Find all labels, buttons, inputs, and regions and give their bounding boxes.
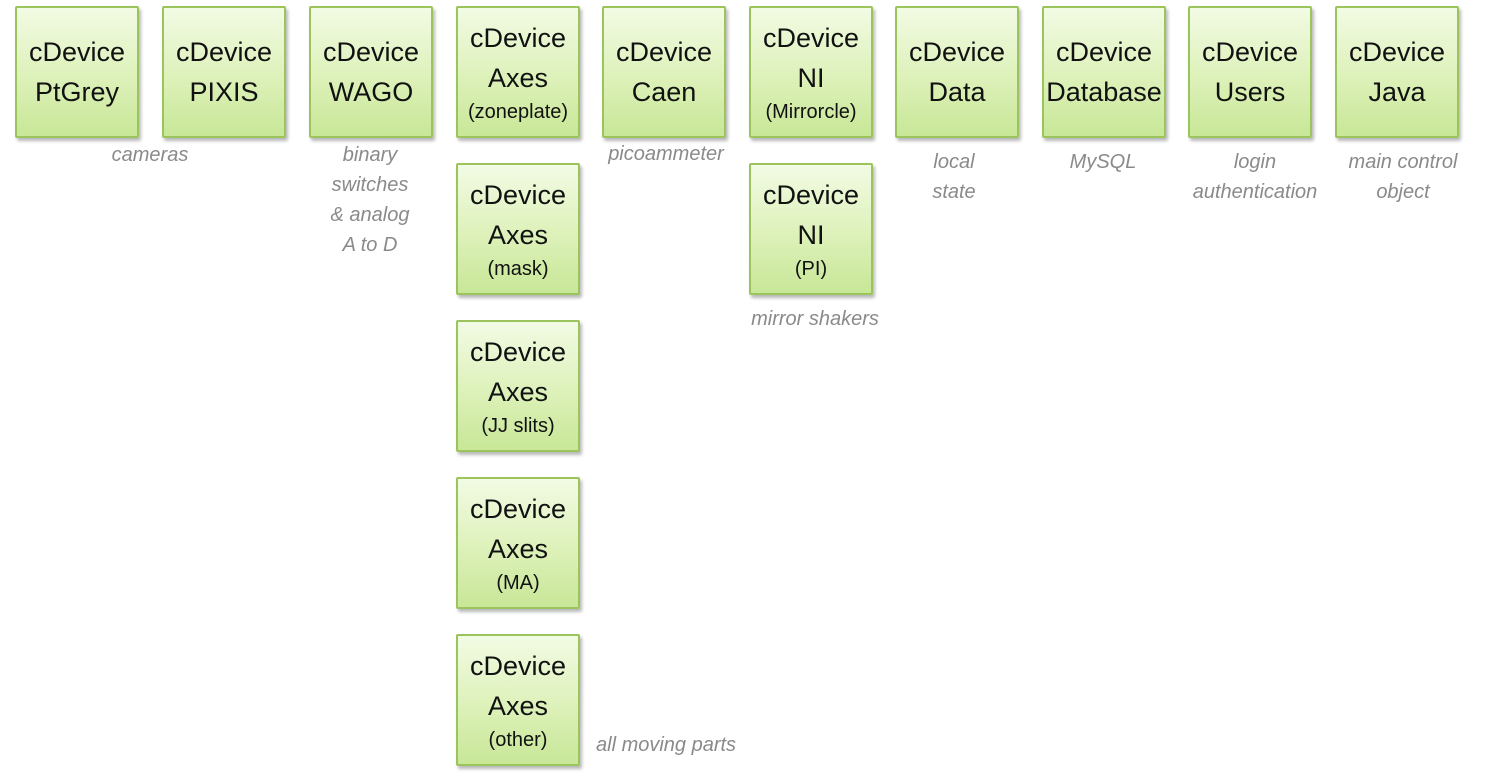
note-line: picoammeter [608, 143, 724, 165]
box-title: cDevice [1201, 37, 1299, 67]
box-subtitle: (PI) [794, 258, 828, 280]
note-line: MySQL [1069, 151, 1137, 173]
note-line: A to D [342, 234, 398, 256]
box-name: PtGrey [34, 77, 120, 107]
note-java: main control object [1333, 147, 1473, 207]
box-name: Axes [487, 377, 549, 407]
box-title: cDevice [1348, 37, 1446, 67]
note-database: MySQL [1043, 147, 1163, 177]
note-line: all moving parts [596, 734, 737, 756]
box-title: cDevice [615, 37, 713, 67]
box-name: Axes [487, 534, 549, 564]
box-title: cDevice [469, 494, 567, 524]
box-title: cDevice [175, 37, 273, 67]
box-subtitle: (MA) [496, 572, 540, 594]
box-name: Java [1368, 77, 1426, 107]
note-line: & analog [330, 204, 410, 226]
box-subtitle: (zoneplate) [467, 101, 569, 123]
box-name: Axes [487, 63, 549, 93]
box-title: cDevice [28, 37, 126, 67]
box-name: Caen [631, 77, 697, 107]
box-title: cDevice [908, 37, 1006, 67]
box-subtitle: (other) [488, 729, 548, 751]
note-all-moving-parts: all moving parts [596, 730, 766, 760]
box-name: Users [1214, 77, 1286, 107]
box-axes-zoneplate: cDevice Axes (zoneplate) [456, 6, 580, 138]
box-subtitle: (mask) [487, 258, 549, 280]
note-line: login [1233, 151, 1277, 173]
box-wago: cDevice WAGO [309, 6, 433, 138]
note-users: login authentication [1176, 147, 1334, 207]
note-line: main control [1348, 151, 1458, 173]
box-name: WAGO [328, 77, 414, 107]
box-title: cDevice [1055, 37, 1153, 67]
note-line: cameras [111, 144, 189, 166]
box-database: cDevice Database [1042, 6, 1166, 138]
box-caen: cDevice Caen [602, 6, 726, 138]
box-title: cDevice [762, 23, 860, 53]
box-name: Axes [487, 220, 549, 250]
box-java: cDevice Java [1335, 6, 1459, 138]
note-wago: binary switches & analog A to D [310, 140, 430, 260]
note-line: authentication [1192, 181, 1318, 203]
note-line: state [932, 181, 976, 203]
box-name: Axes [487, 691, 549, 721]
note-caen: picoammeter [596, 139, 736, 169]
box-ptgrey: cDevice PtGrey [15, 6, 139, 138]
box-name: PIXIS [189, 77, 259, 107]
box-axes-mask: cDevice Axes (mask) [456, 163, 580, 295]
note-line: binary [342, 144, 398, 166]
box-axes-ma: cDevice Axes (MA) [456, 477, 580, 609]
box-title: cDevice [322, 37, 420, 67]
box-name: NI [797, 63, 825, 93]
note-line: mirror shakers [751, 308, 879, 330]
box-title: cDevice [469, 337, 567, 367]
box-users: cDevice Users [1188, 6, 1312, 138]
box-name: Data [928, 77, 986, 107]
note-line: switches [331, 174, 409, 196]
box-axes-jj-slits: cDevice Axes (JJ slits) [456, 320, 580, 452]
box-name: Database [1046, 77, 1162, 107]
box-subtitle: (Mirrorcle) [765, 101, 857, 123]
note-data: local state [894, 147, 1014, 207]
note-mirror-shakers: mirror shakers [735, 304, 895, 334]
box-axes-other: cDevice Axes (other) [456, 634, 580, 766]
box-title: cDevice [762, 180, 860, 210]
box-name: NI [797, 220, 825, 250]
box-title: cDevice [469, 180, 567, 210]
box-data: cDevice Data [895, 6, 1019, 138]
box-title: cDevice [469, 651, 567, 681]
note-cameras: cameras [90, 140, 210, 170]
box-title: cDevice [469, 23, 567, 53]
box-subtitle: (JJ slits) [481, 415, 555, 437]
box-ni-mirrorcle: cDevice NI (Mirrorcle) [749, 6, 873, 138]
box-pixis: cDevice PIXIS [162, 6, 286, 138]
note-line: local [933, 151, 975, 173]
box-ni-pi: cDevice NI (PI) [749, 163, 873, 295]
note-line: object [1376, 181, 1430, 203]
